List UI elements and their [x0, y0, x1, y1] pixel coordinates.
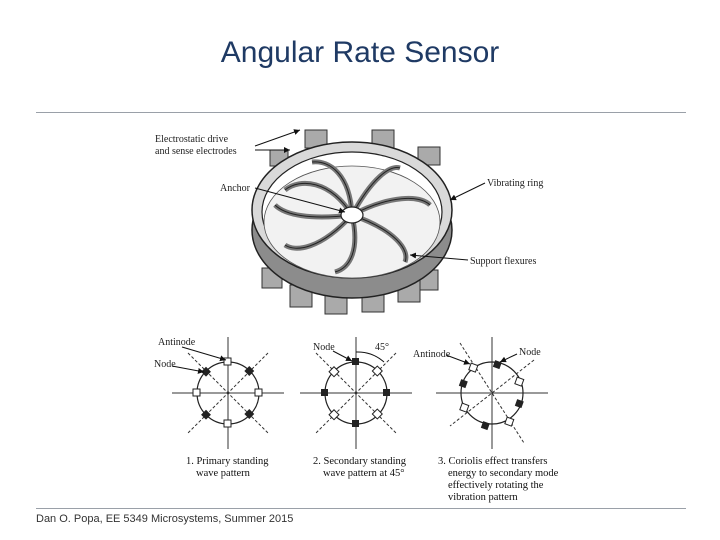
footer-divider — [36, 508, 686, 509]
p2-caption-1: 2. Secondary standing — [313, 456, 407, 467]
p1-caption-2: wave pattern — [196, 468, 251, 479]
p2-node-label: Node — [313, 342, 335, 353]
p3-node-label: Node — [519, 347, 541, 358]
p3-caption-3: effectively rotating the — [448, 480, 544, 491]
label-electrodes-2: and sense electrodes — [155, 146, 237, 157]
label-electrodes-1: Electrostatic drive — [155, 134, 229, 145]
label-vibrating-ring: Vibrating ring — [487, 178, 543, 189]
label-anchor: Anchor — [220, 183, 251, 194]
p2-caption-2: wave pattern at 45° — [323, 468, 404, 479]
pattern-1-primary: Antinode Node 1. Primary standing wave p… — [154, 337, 284, 479]
anchor-hub — [340, 206, 364, 224]
slide-title: Angular Rate Sensor — [220, 36, 500, 69]
p3-caption-4: vibration pattern — [448, 492, 518, 503]
slide-footer: Dan O. Popa, EE 5349 Microsystems, Summe… — [36, 513, 294, 525]
p1-node-label: Node — [154, 359, 176, 370]
p3-caption-2: energy to secondary mode — [448, 468, 559, 479]
pattern-2-secondary: Node 45° 2. Secondary standing wave patt… — [300, 337, 412, 479]
p1-caption-1: 1. Primary standing — [186, 456, 269, 467]
p3-antinode-label: Antinode — [413, 349, 451, 360]
p3-caption-1: 3. Coriolis effect transfers — [438, 456, 547, 467]
title-divider — [36, 112, 686, 113]
ring-sensor-illustration — [251, 129, 453, 315]
p1-antinode-label: Antinode — [158, 337, 196, 348]
pattern-3-coriolis: Antinode Node 3. Coriolis effect transfe… — [413, 337, 559, 503]
label-support-flexures: Support flexures — [470, 256, 536, 267]
p2-angle-label: 45° — [375, 342, 389, 353]
illustration-leader-lines — [254, 129, 486, 261]
